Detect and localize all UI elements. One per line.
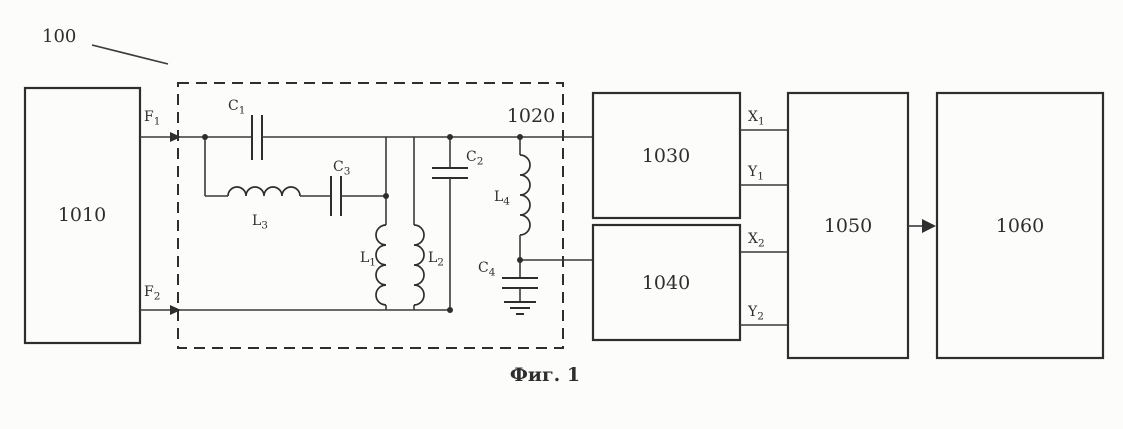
- block-1040: 1040: [591, 223, 742, 342]
- block-1010-label: 1010: [58, 204, 106, 226]
- label-l3: L3: [252, 213, 268, 232]
- label-l4: L4: [494, 189, 510, 208]
- junction-dot: [202, 134, 208, 140]
- ground-icon: [504, 301, 536, 315]
- output-arrowhead-icon: [922, 219, 936, 233]
- capacitor-c2: C2: [432, 137, 483, 310]
- f2-arrowhead-icon: [170, 305, 181, 315]
- junction-dot: [517, 257, 523, 263]
- junction-dots: [202, 134, 523, 313]
- label-c4: C4: [478, 260, 496, 279]
- junction-dot: [517, 134, 523, 140]
- block-1060-label: 1060: [996, 215, 1044, 237]
- block-1060-rect: [935, 91, 1105, 360]
- block-1030-label: 1030: [642, 145, 690, 167]
- block-1040-rect: [591, 223, 742, 342]
- xy-wires: X1 Y1 X2 Y2: [740, 109, 788, 326]
- label-c2: C2: [466, 149, 483, 168]
- label-y2: Y2: [747, 304, 764, 323]
- f1-arrowhead-icon: [170, 132, 181, 142]
- figure-ref-label: 100: [42, 26, 76, 47]
- label-f1: F1: [144, 109, 160, 128]
- output-arrow: [908, 219, 936, 233]
- block-1050: 1050: [786, 91, 910, 360]
- block-1020-label: 1020: [507, 105, 555, 127]
- inductor-l3: [227, 186, 301, 197]
- label-f2: F2: [144, 284, 160, 303]
- label-l1: L1: [360, 250, 376, 269]
- label-c1: C1: [228, 98, 245, 117]
- block-1050-label: 1050: [824, 215, 872, 237]
- filter-network-box: 1020: [177, 82, 564, 349]
- figure-caption: Фиг. 1: [510, 364, 580, 386]
- inductor-l4: [519, 154, 531, 236]
- block-1030-rect: [591, 91, 742, 220]
- branch-l3-c3: L3 C3: [204, 137, 386, 232]
- label-l2: L2: [428, 250, 444, 269]
- junction-dot: [383, 193, 389, 199]
- transformer-l1-l2: L1 L2: [360, 137, 444, 310]
- junction-dot: [447, 307, 453, 313]
- label-x2: X2: [748, 231, 765, 250]
- capacitor-c1: C1: [228, 98, 263, 160]
- label-x1: X1: [748, 109, 765, 128]
- branch-l4-c4: L4 C4: [478, 137, 593, 315]
- leader-line: [91, 44, 169, 65]
- block-1060: 1060: [935, 91, 1105, 360]
- block-1030: 1030: [591, 91, 742, 220]
- junction-dot: [447, 134, 453, 140]
- block-1010-rect: [23, 86, 142, 345]
- input-wires: F1 F2: [140, 109, 450, 315]
- block-1010: 1010: [23, 86, 142, 345]
- label-c3: C3: [333, 159, 350, 178]
- label-y1: Y1: [747, 164, 764, 183]
- block-1040-label: 1040: [642, 272, 690, 294]
- dashed-box: [177, 82, 564, 349]
- inductor-l2: [413, 224, 425, 306]
- inductor-l1: [375, 224, 387, 306]
